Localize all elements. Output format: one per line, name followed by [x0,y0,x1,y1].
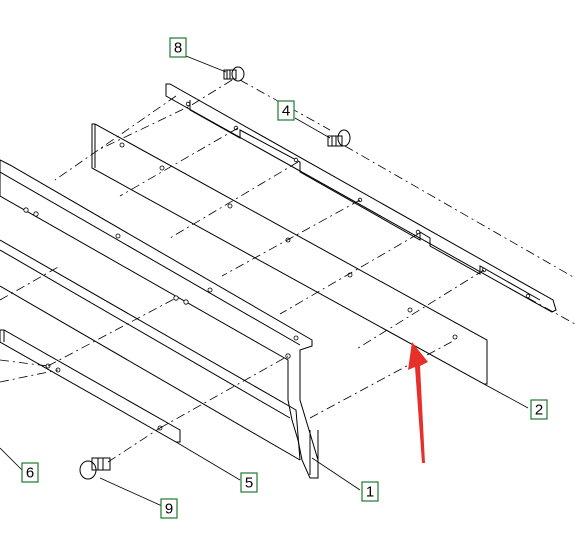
callout-2: 2 [530,399,548,420]
fastener-8 [223,66,245,82]
callout-leaders [0,55,529,507]
callout-9-label: 9 [165,501,173,518]
callout-1: 1 [361,481,379,502]
callout-6-label: 6 [26,465,34,482]
part-2-plate [91,123,488,385]
part-1-channel [0,159,319,479]
part-5-strip [0,329,181,443]
callout-1-label: 1 [366,484,374,501]
callout-2-label: 2 [535,402,543,419]
red-arrow-pointer [408,342,428,463]
upper-rail [165,83,557,313]
fastener-4 [327,129,351,147]
callout-6: 6 [21,462,39,483]
callout-9: 9 [160,498,178,519]
callout-8-label: 8 [174,40,182,57]
callout-5-label: 5 [245,475,253,492]
callout-8: 8 [169,37,187,58]
arrow-icon [408,342,428,463]
callout-5: 5 [240,472,258,493]
callout-4-label: 4 [282,103,290,120]
fastener-9 [79,457,111,480]
callout-4: 4 [277,100,295,121]
